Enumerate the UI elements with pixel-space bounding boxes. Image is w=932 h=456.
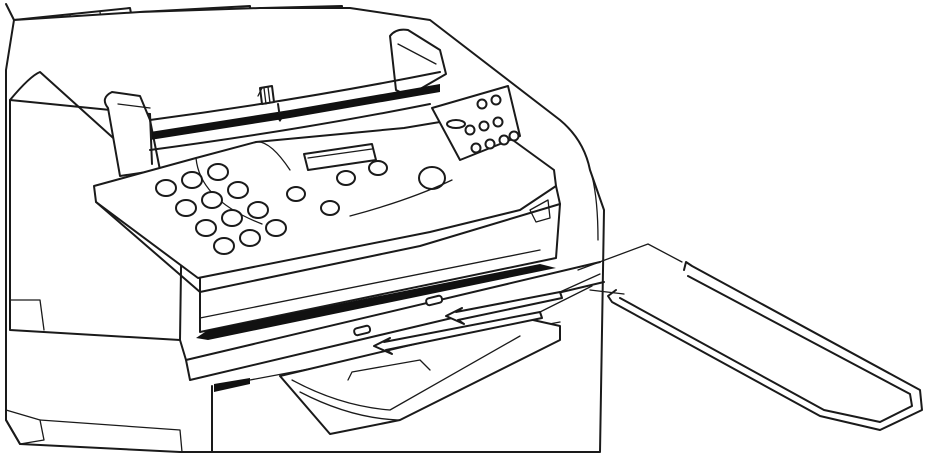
numeric-keypad bbox=[155, 163, 287, 255]
document-guides bbox=[103, 28, 447, 177]
one-touch-button bbox=[478, 120, 490, 132]
tray-slot-right bbox=[425, 294, 444, 307]
one-touch-button bbox=[470, 142, 482, 154]
one-touch-button bbox=[446, 119, 466, 129]
one-touch-button bbox=[484, 138, 496, 150]
keypad-key bbox=[227, 181, 249, 199]
one-touch-button bbox=[464, 124, 476, 136]
function-button bbox=[336, 170, 356, 186]
one-touch-button bbox=[490, 94, 502, 106]
keypad-key bbox=[247, 201, 269, 219]
one-touch-button bbox=[498, 134, 510, 146]
keypad-key bbox=[175, 199, 197, 217]
keypad-key bbox=[265, 219, 287, 237]
function-button bbox=[368, 160, 388, 176]
wire-paper-support bbox=[607, 261, 923, 431]
keypad-key bbox=[155, 179, 177, 197]
one-touch-panel bbox=[431, 85, 521, 161]
insertion-arrows bbox=[373, 273, 601, 355]
tray-slot-left bbox=[353, 324, 372, 337]
function-buttons bbox=[286, 160, 453, 217]
function-button bbox=[286, 186, 306, 202]
keypad-key bbox=[221, 209, 243, 227]
one-touch-button bbox=[508, 130, 520, 142]
keypad-key bbox=[195, 219, 217, 237]
one-touch-button bbox=[476, 98, 488, 110]
document-feed-icon bbox=[257, 85, 275, 105]
front-output-area bbox=[179, 199, 605, 453]
function-button bbox=[320, 200, 340, 216]
keypad-key bbox=[207, 163, 229, 181]
one-touch-button bbox=[492, 116, 504, 128]
keypad-key bbox=[239, 229, 261, 247]
keypad-key bbox=[201, 191, 223, 209]
keypad-key bbox=[181, 171, 203, 189]
keypad-key bbox=[213, 237, 235, 255]
control-panel bbox=[93, 115, 561, 293]
down-arrow-icon bbox=[274, 103, 286, 122]
